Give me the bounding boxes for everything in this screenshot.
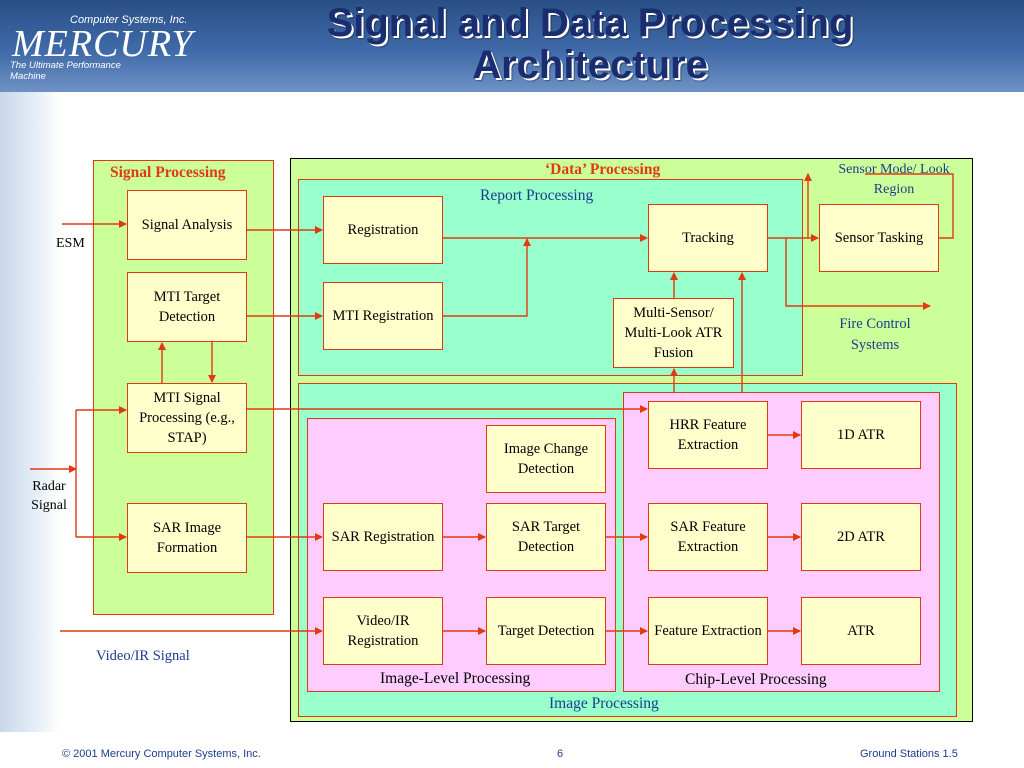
sar-registration-box: SAR Registration <box>323 503 443 571</box>
chip-level-label: Chip-Level Processing <box>685 671 827 688</box>
multi-sensor-fusion-box: Multi-Sensor/ Multi-Look ATR Fusion <box>613 298 734 368</box>
title-banner <box>0 0 1024 92</box>
mti-target-detection-box: MTI Target Detection <box>127 272 247 342</box>
atr-2d-box: 2D ATR <box>801 503 921 571</box>
video-ir-signal-label: Video/IR Signal <box>96 648 190 664</box>
target-detection-box: Target Detection <box>486 597 606 665</box>
image-level-label: Image-Level Processing <box>380 670 531 687</box>
fire-control-arrow <box>785 238 931 310</box>
mti-signal-processing-box: MTI Signal Processing (e.g., STAP) <box>127 383 247 453</box>
signal-processing-label: Signal Processing <box>110 164 226 181</box>
fire-control-label: Fire Control Systems <box>839 316 911 353</box>
report-processing-label: Report Processing <box>480 187 594 204</box>
side-decoration <box>0 92 60 732</box>
sar-feature-extraction-box: SAR Feature Extraction <box>648 503 768 571</box>
page-number: 6 <box>557 748 564 760</box>
esm-label: ESM <box>56 236 85 251</box>
image-change-detection-box: Image Change Detection <box>486 425 606 493</box>
radar-signal-label: Radar Signal <box>31 479 67 513</box>
registration-box: Registration <box>323 196 443 264</box>
atr-box: ATR <box>801 597 921 665</box>
image-processing-label: Image Processing <box>549 695 659 712</box>
logo-tagline: The Ultimate Performance Machine <box>10 60 121 82</box>
data-processing-label: ‘Data’ Processing <box>545 161 661 178</box>
mti-registration-box: MTI Registration <box>323 282 443 350</box>
sar-target-detection-box: SAR Target Detection <box>486 503 606 571</box>
sensor-tasking-box: Sensor Tasking <box>819 204 939 272</box>
mti-reg-to-tracking-arrow <box>443 238 531 317</box>
sar-image-formation-box: SAR Image Formation <box>127 503 247 573</box>
tasking-output-line <box>865 173 954 239</box>
atr-1d-box: 1D ATR <box>801 401 921 469</box>
slide-title: Signal and Data Processing Architecture <box>326 1 854 87</box>
section-label: Ground Stations 1.5 <box>860 748 958 760</box>
hrr-feature-extraction-box: HRR Feature Extraction <box>648 401 768 469</box>
video-ir-registration-box: Video/IR Registration <box>323 597 443 665</box>
signal-analysis-box: Signal Analysis <box>127 190 247 260</box>
feature-extraction-box: Feature Extraction <box>648 597 768 665</box>
copyright-text: © 2001 Mercury Computer Systems, Inc. <box>62 748 261 760</box>
mercury-logo: MERCURY <box>12 23 194 65</box>
tracking-box: Tracking <box>648 204 768 272</box>
logo-company: Computer Systems, Inc. <box>70 14 188 26</box>
sensor-mode-label: Sensor Mode/ Look Region <box>838 162 950 197</box>
